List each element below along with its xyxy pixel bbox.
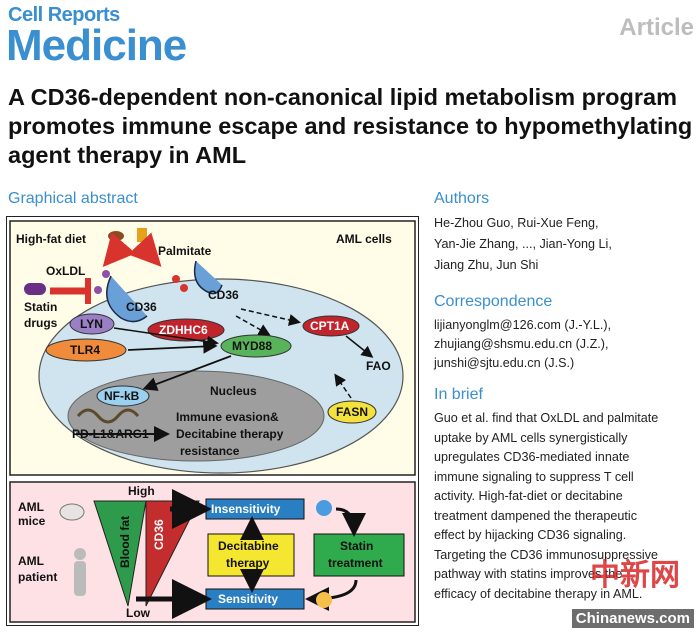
graphical-abstract-heading: Graphical abstract <box>8 190 138 207</box>
label-cd36-left: CD36 <box>126 300 157 314</box>
correspondence-list: lijianyonglm@126.com (J.-Y.L.), zhujiang… <box>434 316 611 373</box>
label-decitabine-1: Decitabine <box>218 539 279 553</box>
label-lyn: LYN <box>80 317 103 331</box>
correspondence-heading: Correspondence <box>434 293 553 310</box>
label-high-fat-diet: High-fat diet <box>16 232 86 246</box>
in-brief-text: Guo et al. find that OxLDL and palmitate… <box>434 409 699 604</box>
label-nfkb: NF-kB <box>104 389 140 403</box>
email-link[interactable]: zhujiang@shsmu.edu.cn (J.Z.), <box>434 337 609 351</box>
journal-name-line1: Cell Reports <box>8 4 120 26</box>
label-myd88: MYD88 <box>232 339 273 353</box>
email-link[interactable]: junshi@sjtu.edu.cn (J.S.) <box>434 356 575 370</box>
label-pdl1-arg1: PD-L1&ARG1 <box>72 427 149 441</box>
label-aml-mice-2: mice <box>18 514 46 528</box>
label-fasn: FASN <box>336 405 369 419</box>
label-high: High <box>128 484 155 498</box>
in-brief-line: uptake by AML cells synergistically <box>434 430 628 445</box>
article-type: Article <box>619 14 694 41</box>
label-zdhhc6: ZDHHC6 <box>159 323 208 337</box>
figure-graphics <box>6 216 419 626</box>
label-oxldl: OxLDL <box>46 264 86 278</box>
label-immune-1: Immune evasion& <box>176 410 279 424</box>
authors-line: He-Zhou Guo, Rui-Xue Feng, <box>434 216 599 230</box>
label-tlr4: TLR4 <box>70 343 100 357</box>
label-aml-mice-1: AML <box>18 500 44 514</box>
in-brief-line: activity. High-fat-diet or decitabine <box>434 489 623 503</box>
in-brief-line: treatment dampened the therapeutic <box>434 508 638 523</box>
authors-heading: Authors <box>434 190 490 207</box>
label-palmitate: Palmitate <box>158 244 212 258</box>
label-low: Low <box>126 606 150 620</box>
watermark-site: Chinanews.com <box>571 609 694 628</box>
label-statin-treat-1: Statin <box>340 539 374 553</box>
in-brief-line: immune signaling to suppress T cell <box>434 469 634 484</box>
in-brief-line: pathway with statins improves the <box>434 567 623 581</box>
label-nucleus: Nucleus <box>210 384 257 398</box>
label-blood-fat: Blood fat <box>118 516 132 568</box>
authors-list: He-Zhou Guo, Rui-Xue Feng, Yan-Jie Zhang… <box>434 213 612 276</box>
label-cd36-right: CD36 <box>208 288 239 302</box>
journal-name-line2: Medicine <box>6 21 187 70</box>
label-aml-patient-1: AML <box>18 554 44 568</box>
label-fao: FAO <box>366 359 391 373</box>
in-brief-line: effect by hijacking CD36 signaling. <box>434 528 627 542</box>
in-brief-line: upregulates CD36-mediated innate <box>434 450 630 464</box>
label-immune-2: Decitabine therapy <box>176 427 284 441</box>
label-sensitivity: Sensitivity <box>218 592 279 606</box>
label-aml-patient-2: patient <box>18 570 58 584</box>
label-insensitivity: Insensitivity <box>211 502 281 516</box>
in-brief-line: Guo et al. find that OxLDL and palmitate <box>434 411 659 425</box>
email-link[interactable]: lijianyonglm@126.com (J.-Y.L.), <box>434 318 612 332</box>
label-decitabine-2: therapy <box>226 556 270 570</box>
label-statin-2: drugs <box>24 316 58 330</box>
label-immune-3: resistance <box>180 444 240 458</box>
in-brief-line: Targeting the CD36 immunosuppressive <box>434 547 658 562</box>
authors-line: Yan-Jie Zhang, ..., Jian-Yong Li, <box>434 237 612 251</box>
graphical-abstract-figure: High-fat diet AML cells Palmitate OxLDL … <box>6 216 419 626</box>
in-brief-heading: In brief <box>434 386 483 403</box>
watermark-logo-cn: 中新网 <box>590 558 680 593</box>
authors-line: Jiang Zhu, Jun Shi <box>434 258 539 272</box>
label-cpt1a: CPT1A <box>310 319 350 333</box>
label-aml-cells: AML cells <box>336 232 392 246</box>
paper-title: A CD36-dependent non-canonical lipid met… <box>8 84 693 168</box>
in-brief-line: efficacy of decitabine therapy in AML. <box>434 586 643 601</box>
label-cd36-bottom: CD36 <box>152 519 166 550</box>
label-statin-1: Statin <box>24 300 58 314</box>
label-statin-treat-2: treatment <box>328 556 383 570</box>
